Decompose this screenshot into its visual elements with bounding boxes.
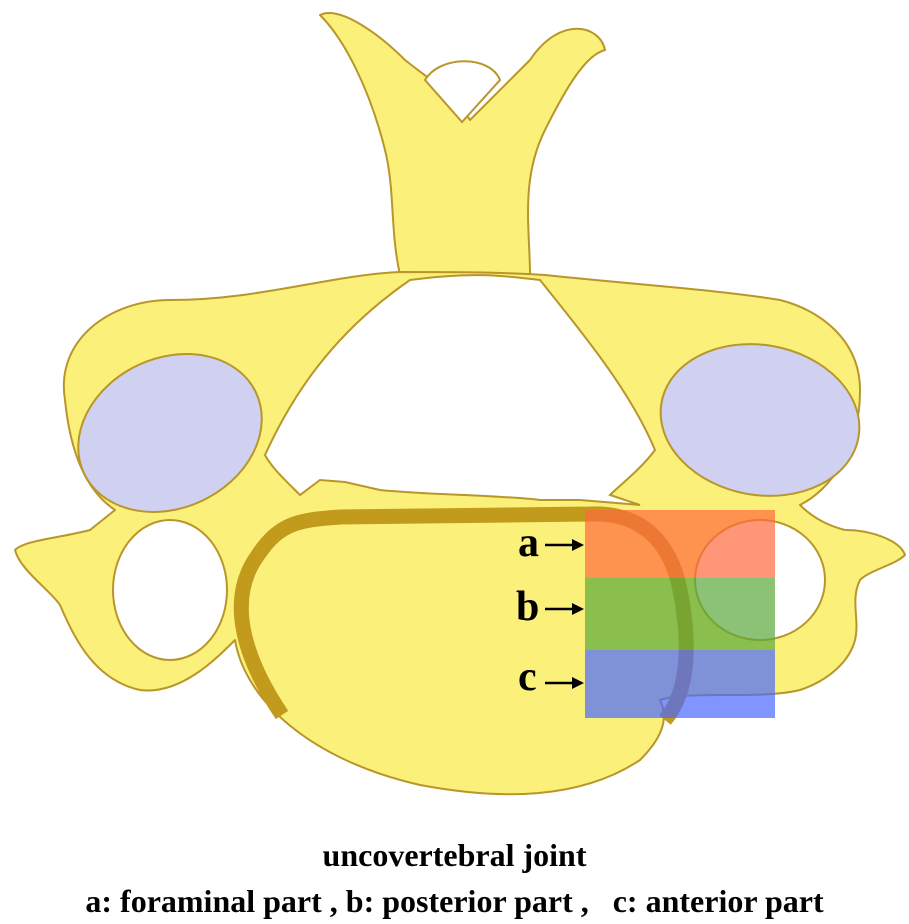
label-c: c bbox=[518, 654, 537, 700]
label-a: a bbox=[518, 520, 539, 566]
transverse-foramen-left bbox=[113, 520, 227, 660]
region-a-foraminal bbox=[585, 510, 775, 578]
figure-title: uncovertebral joint bbox=[0, 837, 909, 874]
region-c-anterior bbox=[585, 650, 775, 718]
region-b-posterior bbox=[585, 578, 775, 650]
vertebra-outline bbox=[320, 13, 605, 275]
figure-legend: a: foraminal part , b: posterior part , … bbox=[0, 883, 909, 920]
label-b: b bbox=[516, 584, 539, 630]
